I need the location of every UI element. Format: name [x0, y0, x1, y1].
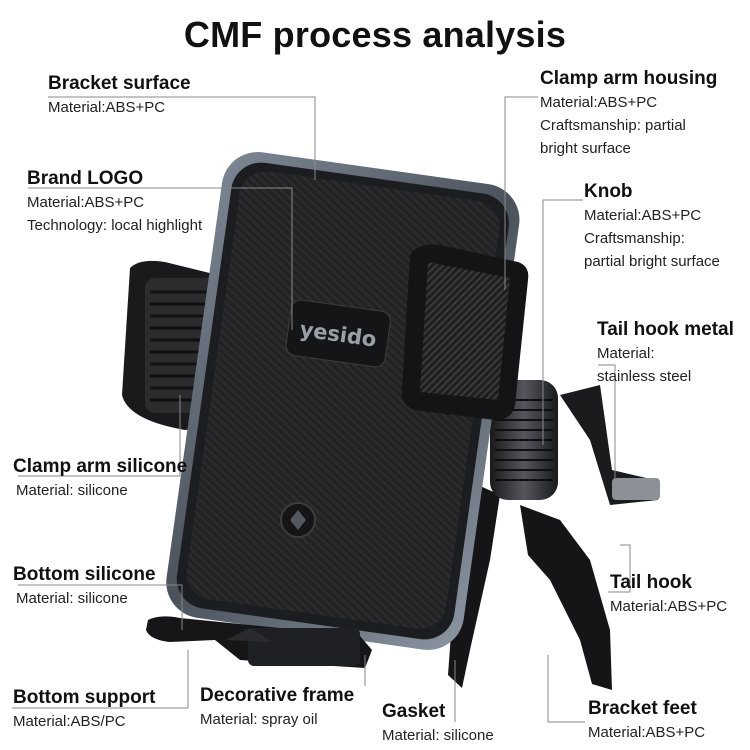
label-name: Knob [584, 181, 633, 202]
leader-bracket-surface [48, 96, 316, 180]
diagram-title: CMF process analysis [183, 14, 567, 55]
label-line: Material:ABS/PC [13, 713, 126, 730]
label-bracket-surface: Bracket surface Material:ABS+PC [48, 72, 191, 119]
label-clamp-arm-housing: Clamp arm housing Material:ABS+PC Crafts… [540, 67, 717, 160]
leader-lines [12, 96, 631, 723]
label-name: Bracket feet [588, 698, 697, 719]
label-tail-hook-metal: Tail hook metal Material: stainless stee… [597, 318, 734, 388]
label-line: Material:ABS+PC [610, 598, 728, 615]
label-line: Material:ABS+PC [48, 99, 166, 116]
label-line: Material: [597, 345, 655, 362]
label-name: Bottom support [13, 687, 156, 708]
tail-hook-metal-part [560, 385, 660, 505]
label-decorative-frame: Decorative frame Material: spray oil [200, 684, 354, 731]
label-line: bright surface [540, 140, 631, 157]
label-name: Bottom silicone [13, 564, 156, 585]
leader-brand-logo [28, 187, 293, 330]
label-line: Material:ABS+PC [27, 194, 145, 211]
leader-bottom-support [12, 650, 189, 709]
label-bracket-feet: Bracket feet Material:ABS+PC [588, 697, 705, 744]
label-bottom-silicone: Bottom silicone Material: silicone [13, 563, 156, 610]
bottom-support-part [146, 616, 372, 668]
label-line: Craftsmanship: partial [540, 117, 686, 134]
label-name: Tail hook metal [597, 319, 734, 340]
label-name: Tail hook [610, 572, 692, 593]
label-name: Bracket surface [48, 73, 191, 94]
label-line: Material:ABS+PC [588, 724, 706, 741]
label-knob: Knob Material:ABS+PC Craftsmanship: part… [584, 180, 720, 273]
label-line: Material: silicone [382, 727, 494, 744]
label-line: Craftsmanship: [584, 230, 685, 247]
center-emblem-icon [280, 502, 316, 538]
clamp-arm-housing-part [401, 244, 529, 420]
label-line: Material: silicone [16, 590, 128, 607]
label-name: Brand LOGO [27, 168, 144, 189]
leader-bracket-feet [547, 655, 585, 723]
label-line: stainless steel [597, 368, 692, 385]
label-line: partial bright surface [584, 253, 720, 270]
label-brand-logo: Brand LOGO Material:ABS+PC Technology: l… [27, 167, 202, 237]
leader-tail-hook [608, 544, 631, 593]
label-line: Technology: local highlight [27, 217, 203, 234]
brand-logo-part: yesido [285, 299, 391, 368]
label-line: Material: silicone [16, 482, 128, 499]
label-tail-hook: Tail hook Material:ABS+PC [610, 571, 727, 618]
label-line: Material:ABS+PC [584, 207, 702, 224]
label-clamp-arm-silicone: Clamp arm silicone Material: silicone [13, 455, 187, 502]
label-line: Material:ABS+PC [540, 94, 658, 111]
leader-clamp-arm-silicone [18, 395, 181, 477]
label-name: Decorative frame [200, 685, 355, 706]
leader-knob [542, 199, 583, 445]
leader-bottom-silicone [18, 584, 183, 630]
label-name: Clamp arm housing [540, 68, 718, 89]
label-name: Clamp arm silicone [13, 456, 188, 477]
label-bottom-support: Bottom support Material:ABS/PC [13, 686, 155, 733]
label-gasket: Gasket Material: silicone [382, 700, 494, 747]
leader-tail-hook-metal [598, 364, 616, 480]
leader-clamp-arm-housing [504, 96, 538, 290]
label-name: Gasket [382, 701, 446, 722]
label-line: Material: spray oil [200, 711, 318, 728]
